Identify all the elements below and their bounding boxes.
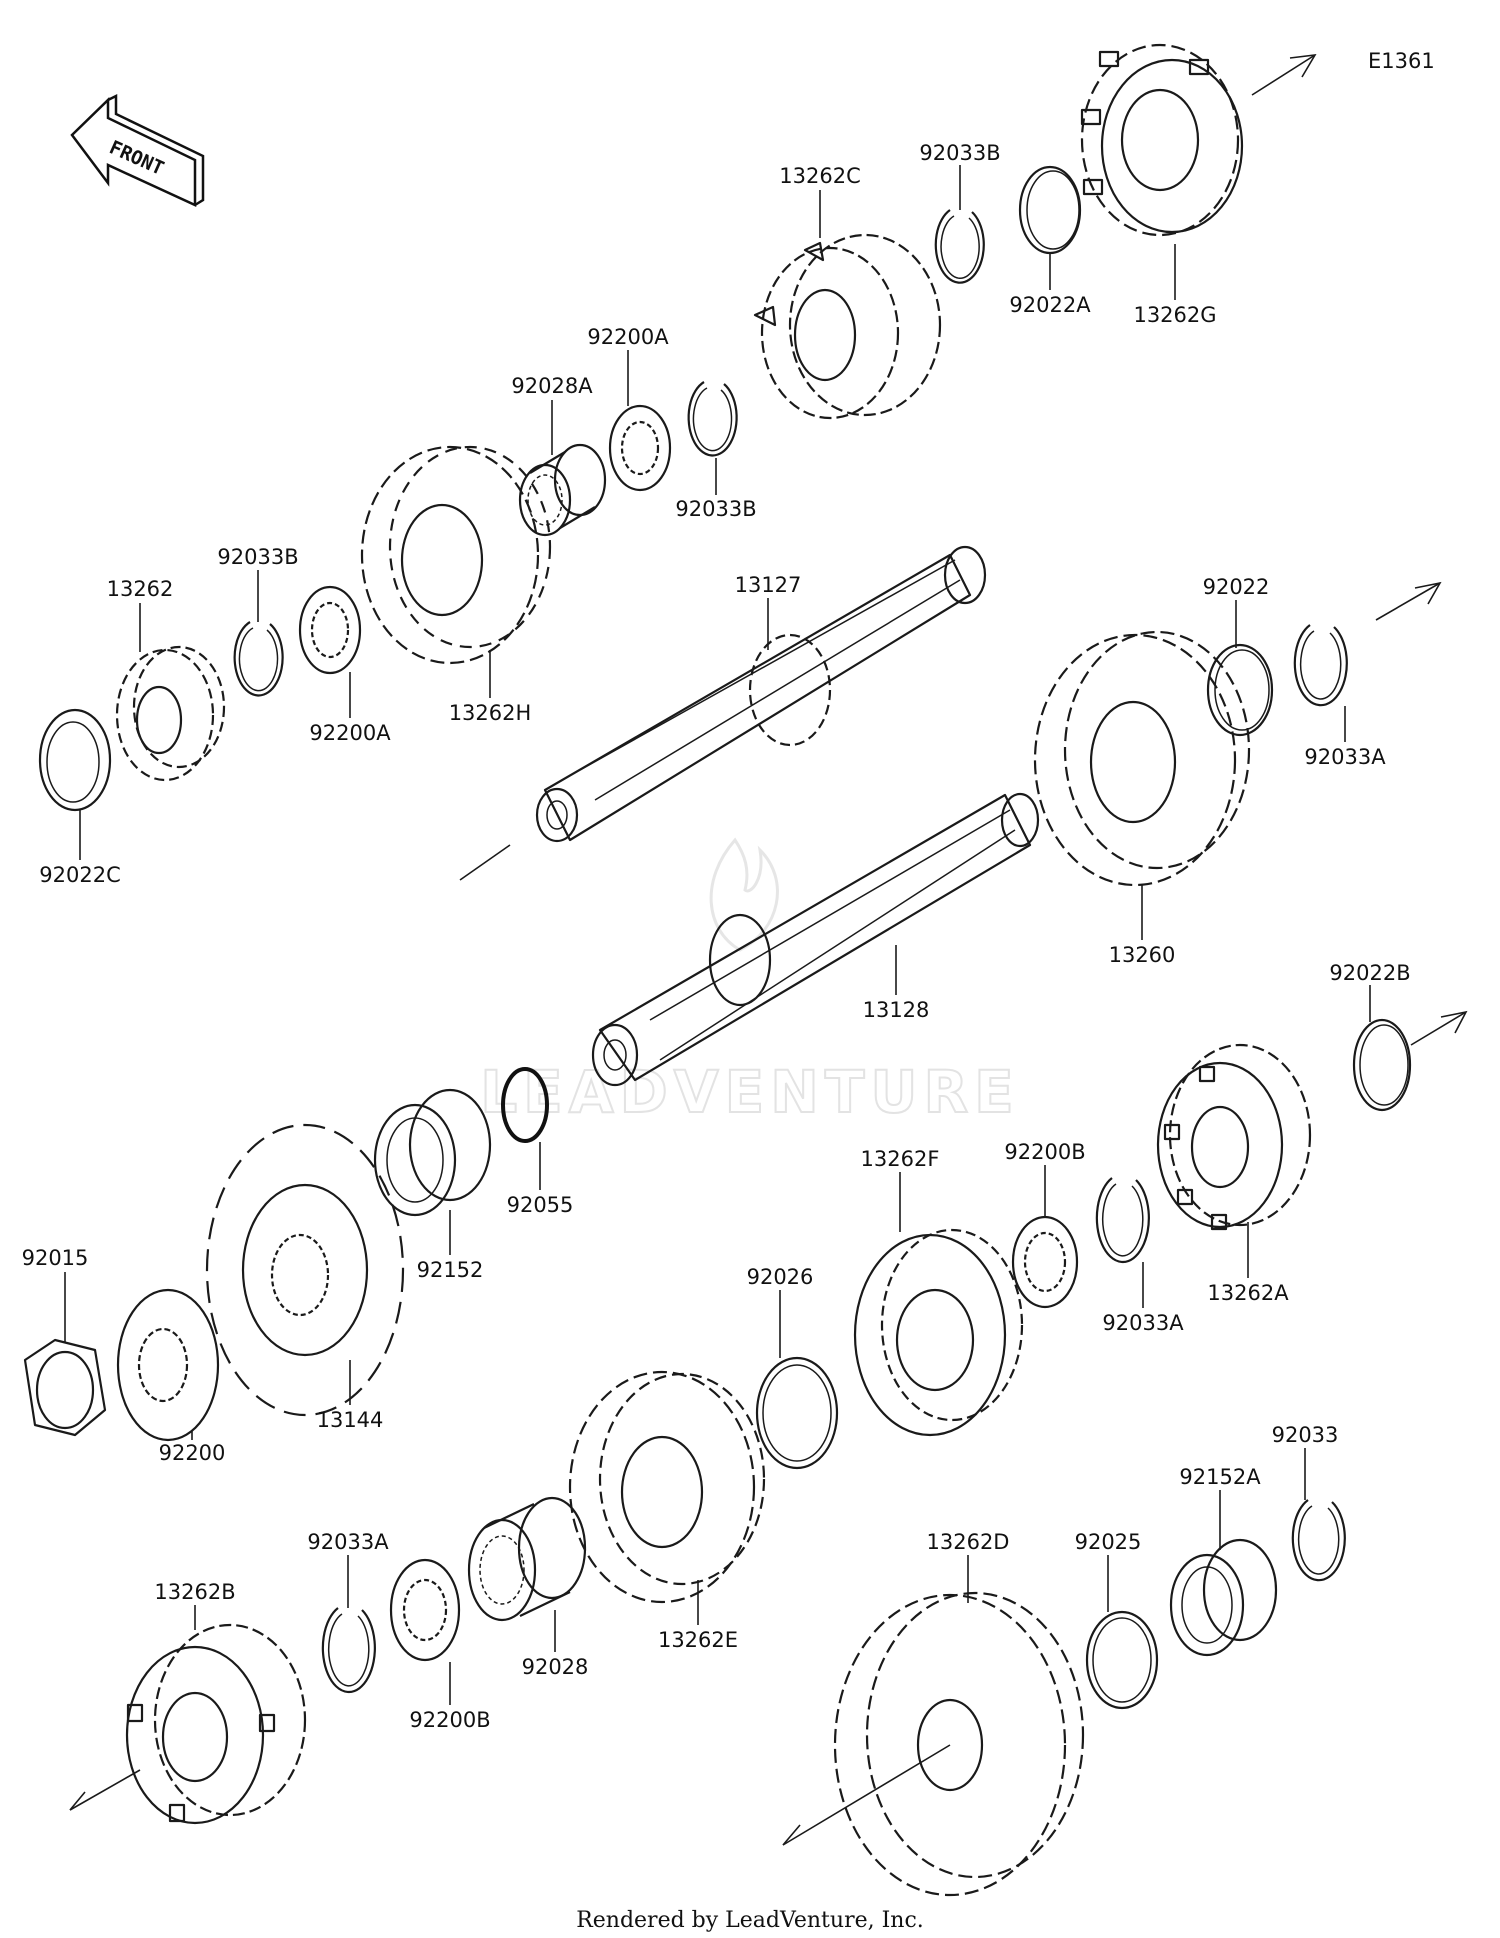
- circlip-92033A-mid: [1095, 1177, 1150, 1264]
- label-92200A-top: 92200A: [587, 325, 669, 349]
- diagram-code: E1361: [1368, 49, 1435, 73]
- label-92015: 92015: [22, 1246, 89, 1270]
- gear-13262D: [833, 1591, 1085, 1897]
- washer-92026: [755, 1356, 839, 1470]
- label-92200B-right: 92200B: [1004, 1140, 1085, 1164]
- washer-92022C: [38, 708, 112, 812]
- label-92033A-left: 92033A: [307, 1530, 389, 1554]
- label-13262: 13262: [107, 577, 174, 601]
- gear-13262G: [1080, 43, 1244, 237]
- label-13127: 13127: [735, 573, 802, 597]
- label-13262H: 13262H: [449, 701, 532, 725]
- label-92022B: 92022B: [1329, 961, 1410, 985]
- needle-bearing-92028A: [518, 443, 607, 537]
- washer-92022A: [1018, 165, 1082, 255]
- circlip-92033: [1291, 1499, 1346, 1582]
- label-92152A: 92152A: [1179, 1465, 1261, 1489]
- label-92022A: 92022A: [1009, 293, 1091, 317]
- collar-92152: [373, 1088, 492, 1217]
- footer-credit: Rendered by LeadVenture, Inc.: [576, 1908, 924, 1933]
- label-92033B-left: 92033B: [217, 545, 298, 569]
- watermark-flame-icon: [709, 837, 779, 952]
- washer-92025: [1085, 1610, 1159, 1710]
- washer-92022: [1206, 643, 1274, 737]
- label-92033: 92033: [1272, 1423, 1339, 1447]
- gear-13262C: [753, 233, 942, 420]
- circlip-92033B-left: [233, 621, 284, 697]
- toothed-washer-92200: [116, 1288, 220, 1442]
- circlip-92033B-top: [934, 209, 985, 284]
- toothed-washer-92200A-left: [298, 585, 362, 675]
- circlip-92033A-left: [321, 1607, 376, 1694]
- label-92152: 92152: [417, 1258, 484, 1282]
- label-13262D: 13262D: [927, 1530, 1010, 1554]
- label-13262E: 13262E: [658, 1628, 738, 1652]
- label-13262B: 13262B: [154, 1580, 235, 1604]
- gear-13262B: [125, 1623, 307, 1825]
- shaft-13127: [535, 545, 987, 843]
- axis-arrows: [69, 54, 1468, 1846]
- leader-lines: [64, 165, 1371, 1705]
- label-92200A-left: 92200A: [309, 721, 391, 745]
- nut-92015: [23, 1338, 107, 1437]
- label-13262G: 13262G: [1133, 303, 1216, 327]
- circlip-92033B-mid: [687, 381, 738, 457]
- label-92033A-mid: 92033A: [1102, 1311, 1184, 1335]
- needle-bearing-92028: [467, 1496, 587, 1622]
- sprocket-13144: [205, 1123, 405, 1417]
- gear-13262: [115, 645, 226, 782]
- o-ring-92055: [501, 1067, 549, 1143]
- toothed-washer-92200A-top: [608, 404, 672, 492]
- label-92033B-mid: 92033B: [675, 497, 756, 521]
- label-92028A: 92028A: [511, 374, 593, 398]
- label-92026: 92026: [747, 1265, 814, 1289]
- label-92025: 92025: [1075, 1530, 1142, 1554]
- watermark: LEADVENTURE: [480, 1058, 1020, 1126]
- collar-92152A: [1169, 1538, 1278, 1657]
- gear-13262E: [568, 1370, 766, 1604]
- gear-13262H: [360, 445, 552, 665]
- label-13260: 13260: [1109, 943, 1176, 967]
- label-13262A: 13262A: [1207, 1281, 1289, 1305]
- washer-92022B: [1352, 1018, 1412, 1112]
- front-arrow-icon: FRONT: [70, 93, 205, 207]
- toothed-washer-92200B-right: [1011, 1215, 1079, 1309]
- label-92022C: 92022C: [39, 863, 120, 887]
- label-92028: 92028: [522, 1655, 589, 1679]
- label-92055: 92055: [507, 1193, 574, 1217]
- label-92033B-top: 92033B: [919, 141, 1000, 165]
- label-13262C: 13262C: [779, 164, 860, 188]
- toothed-washer-92200B-left: [389, 1558, 461, 1662]
- label-92033A-right: 92033A: [1304, 745, 1386, 769]
- label-13144: 13144: [317, 1408, 384, 1432]
- gear-13262A: [1156, 1043, 1312, 1231]
- gear-13260: [1033, 630, 1251, 887]
- label-92200: 92200: [159, 1441, 226, 1465]
- label-92022: 92022: [1203, 575, 1270, 599]
- shaft-13128: [591, 792, 1040, 1087]
- label-92200B-left: 92200B: [409, 1708, 490, 1732]
- label-13128: 13128: [863, 998, 930, 1022]
- part-labels: 13262G 92022A 92033B 13262C 92200A 92033…: [22, 141, 1411, 1732]
- circlip-92033A-right: [1293, 624, 1348, 707]
- label-13262F: 13262F: [861, 1147, 940, 1171]
- gear-13262F: [853, 1228, 1024, 1437]
